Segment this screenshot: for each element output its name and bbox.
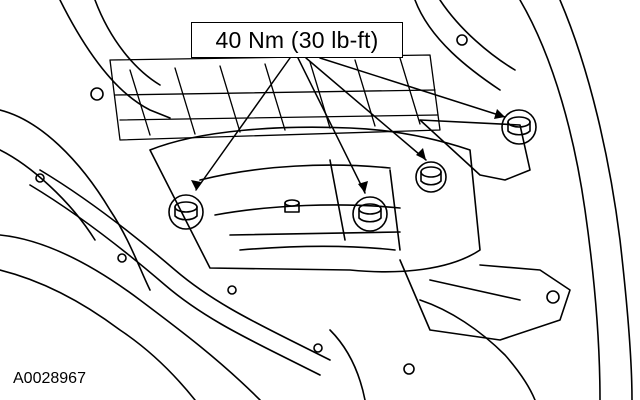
callout-leaders bbox=[195, 57, 506, 194]
gasket-flange bbox=[29, 169, 331, 376]
transmission-body bbox=[149, 119, 571, 341]
stud-center bbox=[284, 199, 300, 213]
arrowhead-bolt-right-upper bbox=[494, 109, 505, 119]
leader-to-bolt-center bbox=[297, 57, 366, 194]
leader-to-bolt-right-lower bbox=[305, 57, 427, 161]
torque-callout-box: 40 Nm (30 lb-ft) bbox=[191, 22, 403, 58]
ribbed-case bbox=[109, 54, 441, 141]
leader-to-bolt-left bbox=[195, 57, 291, 191]
leader-arrowheads bbox=[191, 109, 505, 193]
figure-reference-id: A0028967 bbox=[13, 370, 86, 387]
arrowhead-bolt-center bbox=[358, 181, 368, 193]
bolt-right-lower bbox=[415, 161, 447, 193]
leader-to-bolt-right-upper bbox=[319, 57, 506, 118]
bolt-right-upper bbox=[501, 109, 537, 145]
bolt-center bbox=[352, 196, 388, 232]
misc-bolts bbox=[90, 34, 560, 375]
arrowhead-bolt-right-lower bbox=[416, 148, 426, 160]
torque-spec-label: 40 Nm (30 lb-ft) bbox=[215, 26, 379, 53]
bolt-left bbox=[168, 194, 204, 230]
arrowhead-bolt-left bbox=[191, 180, 201, 190]
